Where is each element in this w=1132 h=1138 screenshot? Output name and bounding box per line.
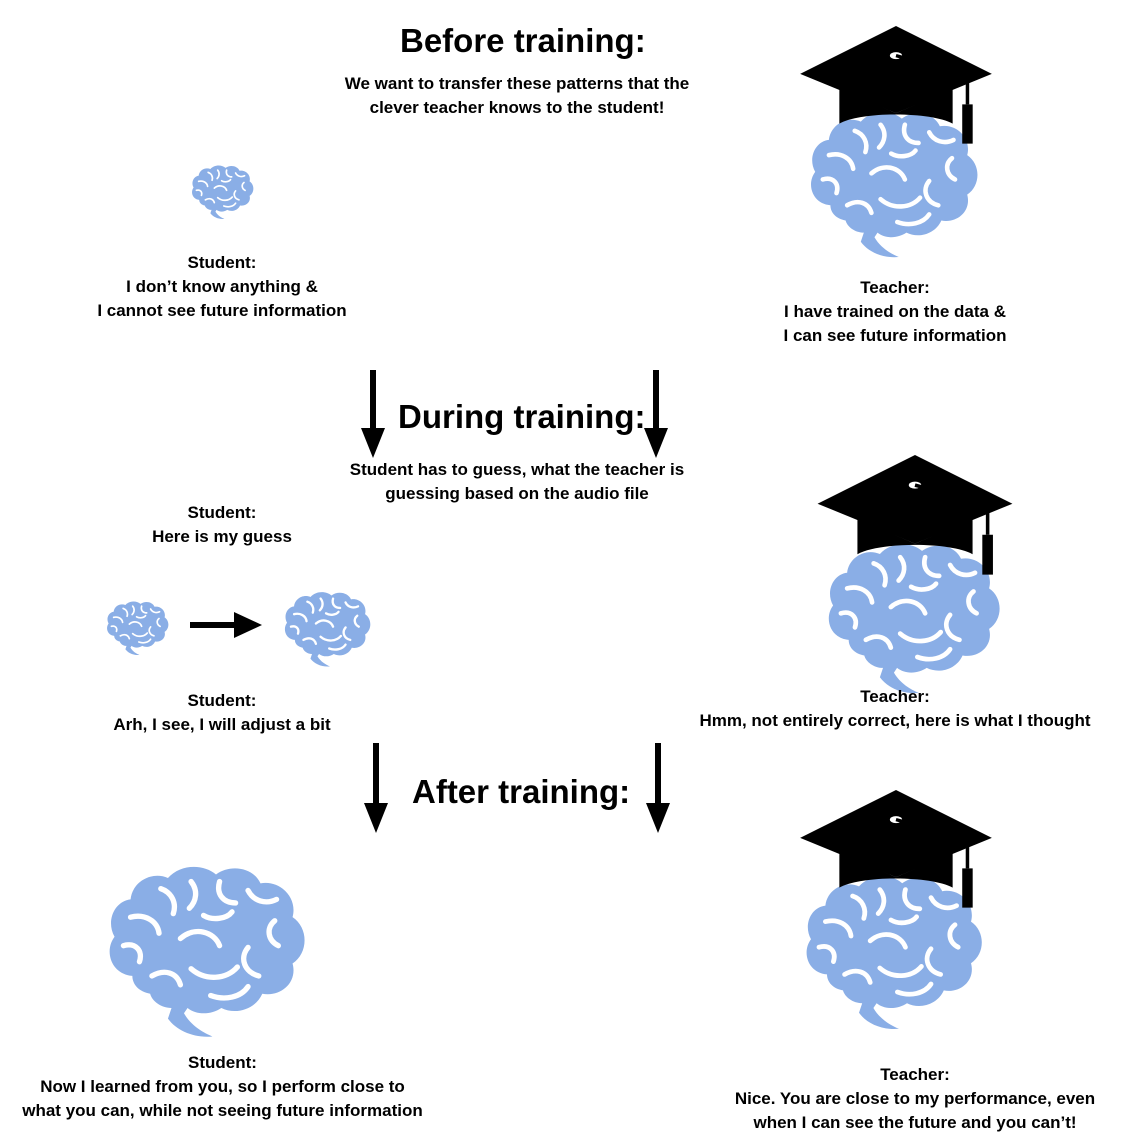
graduation-cap-icon — [798, 26, 994, 146]
brain-icon — [283, 590, 372, 668]
teacher-before-text: Teacher: I have trained on the data & I … — [745, 276, 1045, 348]
text-line: when I can see the future and you can’t! — [753, 1113, 1077, 1132]
arrow-down-icon — [646, 743, 670, 833]
text-line: what you can, while not seeing future in… — [22, 1101, 423, 1120]
text-line: Now I learned from you, so I perform clo… — [40, 1077, 405, 1096]
arrow-down-icon — [361, 370, 385, 458]
brain-icon — [191, 164, 255, 220]
after-training-heading: After training: — [412, 773, 631, 810]
subtitle-line: Student has to guess, what the teacher i… — [349, 460, 685, 479]
text-line: Arh, I see, I will adjust a bit — [113, 715, 331, 734]
subtitle-line: guessing based on the audio file — [385, 484, 649, 503]
teacher-during-text: Teacher: Hmm, not entirely correct, here… — [690, 685, 1100, 733]
text-line: I cannot see future information — [97, 301, 347, 320]
text-line: Here is my guess — [152, 527, 292, 546]
text-line: Student: — [187, 253, 257, 272]
arrow-right-icon — [190, 612, 262, 638]
brain-icon — [100, 862, 316, 1040]
before-training-subtitle: We want to transfer these patterns that … — [317, 72, 717, 120]
text-line: Teacher: — [880, 1065, 950, 1084]
brain-icon — [106, 600, 170, 656]
text-line: I have trained on the data & — [784, 302, 1006, 321]
graduation-cap-icon — [815, 455, 1015, 577]
student-before-text: Student: I don’t know anything & I canno… — [72, 251, 372, 323]
during-training-subtitle: Student has to guess, what the teacher i… — [317, 458, 717, 506]
text-line: Nice. You are close to my performance, e… — [734, 1089, 1096, 1108]
student-adjust-text: Student: Arh, I see, I will adjust a bit — [72, 689, 372, 737]
subtitle-line: clever teacher knows to the student! — [369, 98, 665, 117]
text-line: Hmm, not entirely correct, here is what … — [699, 711, 1091, 730]
arrow-down-icon — [364, 743, 388, 833]
arrow-down-icon — [644, 370, 668, 458]
text-line: Student: — [187, 503, 257, 522]
subtitle-line: We want to transfer these patterns that … — [344, 74, 690, 93]
text-line: Student: — [187, 691, 257, 710]
text-line: I don’t know anything & — [126, 277, 318, 296]
text-line: Student: — [188, 1053, 257, 1072]
text-line: I can see future information — [783, 326, 1007, 345]
before-training-heading: Before training: — [400, 22, 646, 59]
teacher-after-text: Teacher: Nice. You are close to my perfo… — [715, 1063, 1115, 1135]
student-guess-text: Student: Here is my guess — [72, 501, 372, 549]
text-line: Teacher: — [860, 278, 930, 297]
during-training-heading: During training: — [398, 398, 646, 435]
graduation-cap-icon — [798, 790, 994, 910]
student-after-text: Student: Now I learned from you, so I pe… — [10, 1051, 435, 1123]
text-line: Teacher: — [860, 687, 930, 706]
